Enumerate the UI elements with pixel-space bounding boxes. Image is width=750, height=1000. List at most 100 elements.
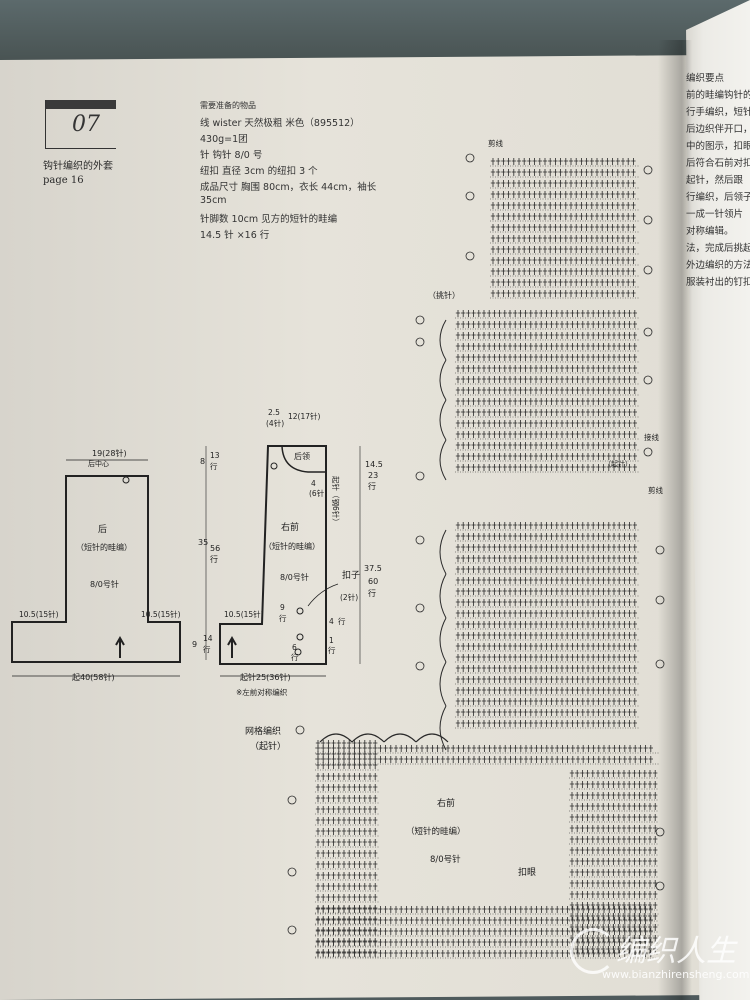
stitch-row bbox=[569, 858, 659, 867]
row-marker bbox=[415, 603, 425, 613]
front-right-23-unit: 行 bbox=[368, 481, 376, 491]
chart-start-label: （起针） bbox=[250, 740, 286, 752]
pattern-title: 钩针编织的外套 bbox=[43, 161, 113, 172]
row-marker bbox=[655, 827, 665, 837]
front-bottom-label: 起针25(36针) bbox=[240, 672, 291, 682]
stitch-row bbox=[455, 464, 639, 473]
side-text-line: 编织要点 bbox=[686, 73, 725, 84]
stitch-row bbox=[569, 770, 659, 779]
chart-panel-stitch: （短针的畦编） bbox=[406, 826, 466, 837]
front-dim-8: 8 bbox=[200, 457, 205, 466]
side-text-line: 对称编辑。 bbox=[686, 226, 734, 237]
stitch-row bbox=[315, 773, 379, 782]
stitch-row bbox=[315, 806, 379, 815]
front-needle: 8/0号针 bbox=[280, 572, 309, 582]
row-marker bbox=[643, 165, 653, 175]
stitch-row bbox=[455, 621, 639, 630]
row-marker bbox=[465, 191, 475, 201]
front-gap-9: 9 bbox=[280, 603, 285, 612]
stitch-row bbox=[569, 836, 659, 845]
front-left-side: 10.5(15针) bbox=[224, 609, 264, 619]
side-text-line: 起针，然后跟 bbox=[686, 175, 744, 186]
scallop-edge bbox=[439, 573, 447, 619]
stitch-row bbox=[455, 332, 639, 341]
front-dim-9: 9 bbox=[192, 640, 197, 649]
pattern-number-box: 07 bbox=[45, 100, 116, 149]
stitch-row bbox=[315, 795, 379, 804]
stitch-row bbox=[315, 861, 379, 870]
scallop-edge bbox=[439, 319, 447, 361]
row-marker bbox=[643, 375, 653, 385]
watermark-brand: 编织人生 bbox=[616, 934, 736, 969]
stitch-row bbox=[455, 555, 639, 564]
row-marker bbox=[415, 535, 425, 545]
stitch-row bbox=[455, 453, 639, 462]
stitch-row bbox=[455, 610, 639, 619]
scallop-edge bbox=[439, 439, 447, 481]
front-stitch: （短针的畦编） bbox=[264, 541, 320, 551]
stitch-row bbox=[315, 850, 379, 859]
stitch-row bbox=[315, 745, 659, 754]
stitch-row bbox=[455, 387, 639, 396]
chart-cut-mid: 剪线 bbox=[648, 485, 663, 495]
stitch-row bbox=[315, 817, 379, 826]
stitch-row bbox=[455, 343, 639, 352]
stitch-row bbox=[455, 676, 639, 685]
stitch-row bbox=[315, 906, 659, 915]
stitch-row bbox=[490, 169, 639, 178]
back-needle: 8/0号针 bbox=[90, 579, 119, 589]
stitch-row bbox=[569, 891, 659, 900]
stitch-row bbox=[455, 643, 639, 652]
front-top-a2: (4针) bbox=[266, 418, 284, 428]
stitch-row bbox=[490, 202, 639, 211]
front-dim-56: 56 bbox=[210, 544, 220, 553]
row-marker bbox=[287, 867, 297, 877]
front-neck-a2: (6针) bbox=[309, 488, 327, 498]
row-marker bbox=[643, 265, 653, 275]
chart-pick-stitch: （挑针） bbox=[428, 290, 460, 300]
front-dim-14-unit: 行 bbox=[203, 644, 211, 654]
stitch-row bbox=[455, 698, 639, 707]
row-marker bbox=[415, 661, 425, 671]
scallop-edge bbox=[439, 661, 447, 707]
front-gap-4: 4 bbox=[329, 617, 334, 626]
front-gap-9-unit: 行 bbox=[279, 613, 287, 623]
side-text-line: 法，完成后挑起到 bbox=[686, 243, 750, 254]
side-text-line: 行编织，后领子侧正 bbox=[686, 192, 750, 203]
stitch-row bbox=[455, 720, 639, 729]
stitch-row bbox=[569, 814, 659, 823]
stitch-row bbox=[315, 740, 379, 749]
stitch-row bbox=[455, 376, 639, 385]
scallop-edge bbox=[439, 705, 447, 751]
front-buttons-label: 扣子 bbox=[342, 569, 360, 581]
stitch-row bbox=[455, 577, 639, 586]
front-gap-6-unit: 行 bbox=[291, 652, 299, 662]
pattern-number: 07 bbox=[72, 112, 100, 137]
front-dim-35: 35 bbox=[198, 538, 208, 547]
row-marker bbox=[655, 881, 665, 891]
side-text-line: 外边编织的方法 bbox=[686, 260, 750, 271]
stitch-row bbox=[490, 158, 639, 167]
row-marker bbox=[643, 215, 653, 225]
materials-heading: 需要准备的物品 bbox=[200, 101, 256, 110]
stitch-row bbox=[315, 928, 659, 937]
stitch-row bbox=[455, 409, 639, 418]
back-left-side: 10.5(15针) bbox=[19, 609, 59, 619]
stitch-row bbox=[490, 224, 639, 233]
row-marker bbox=[295, 725, 305, 735]
stitch-row bbox=[455, 420, 639, 429]
materials-needle: 针 钩针 8/0 号 bbox=[200, 150, 263, 161]
stitch-row bbox=[315, 939, 659, 948]
materials-yarn-amount: 430g=1团 bbox=[200, 134, 248, 145]
stitch-row bbox=[490, 235, 639, 244]
materials-gauge: 14.5 针 ×16 行 bbox=[200, 230, 270, 241]
stitch-row bbox=[490, 268, 639, 277]
stitch-row bbox=[315, 872, 379, 881]
stitch-row bbox=[455, 354, 639, 363]
net-arc bbox=[383, 733, 417, 743]
row-marker bbox=[655, 545, 665, 555]
front-gap-1: 1 bbox=[329, 636, 334, 645]
stitch-row bbox=[569, 880, 659, 889]
stitch-row bbox=[490, 191, 639, 200]
chart-join: 接线 bbox=[644, 432, 659, 442]
